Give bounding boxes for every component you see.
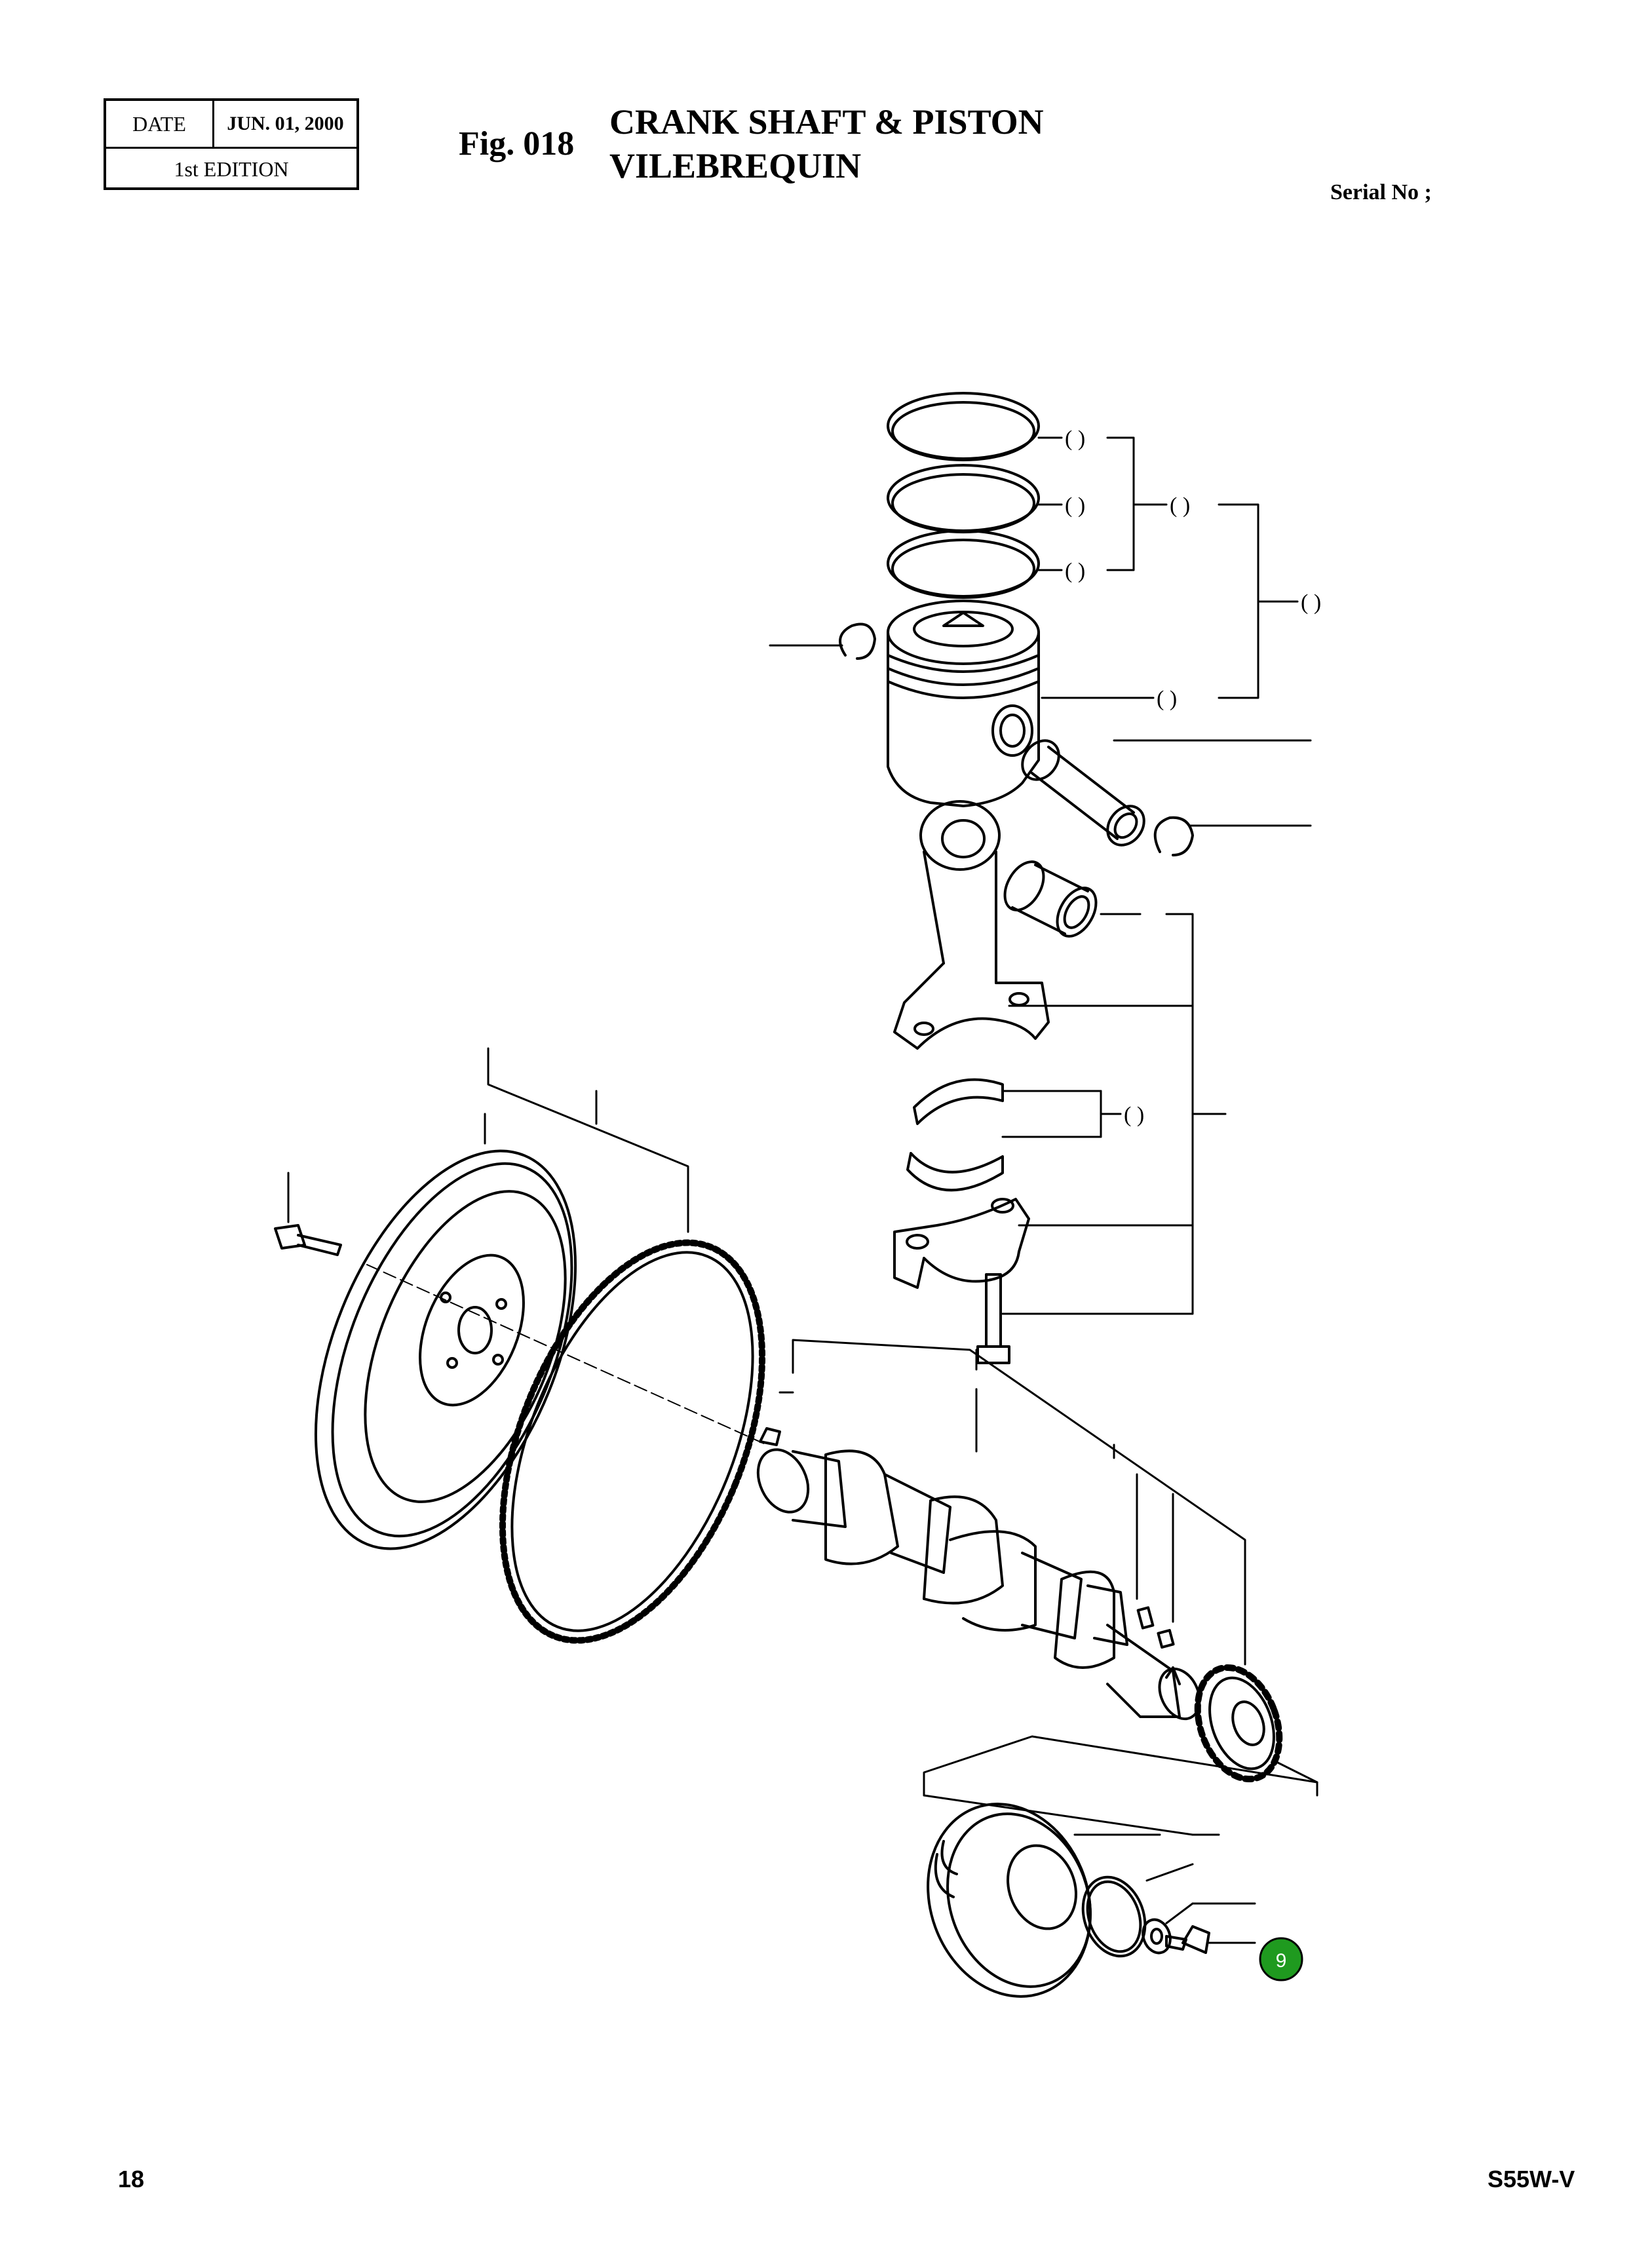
callout-badge-9[interactable]: 9	[1259, 1937, 1303, 1981]
piston-ring-oil-icon	[887, 529, 1040, 599]
ring-group-brackets	[1037, 436, 1299, 699]
circlip-left-icon	[769, 622, 876, 660]
date-row: DATE JUN. 01, 2000	[106, 101, 356, 149]
crank-gear-icon	[1194, 1664, 1283, 1783]
serial-number-label: Serial No ;	[1330, 180, 1432, 204]
pulley-icon	[927, 1803, 1161, 1998]
callout-badge-label: 9	[1276, 1950, 1287, 1972]
connecting-rod-icon	[893, 800, 1168, 1050]
ref-piston-assy: ( )	[1301, 590, 1321, 615]
bearing-shell-lower-icon	[906, 1136, 1102, 1192]
page-number: 18	[118, 2166, 145, 2192]
piston-ring-second-icon	[887, 464, 1040, 533]
crankshaft-group-bracket	[778, 1339, 1246, 1666]
centerline-flywheel	[366, 1264, 767, 1445]
pulley-group-bracket	[923, 1735, 1318, 1836]
centerline-crankshaft	[1277, 1761, 1318, 1784]
date-label: DATE	[106, 101, 214, 147]
date-edition-box: DATE JUN. 01, 2000 1st EDITION	[104, 98, 359, 190]
ref-piston: ( )	[1157, 687, 1177, 711]
rod-cap-icon	[893, 1198, 1168, 1289]
crankshaft-icon	[756, 1427, 1201, 1721]
ring-gear-icon	[499, 1239, 766, 1644]
washer-icon	[1142, 1902, 1256, 1955]
bearing-bracket	[1100, 1090, 1122, 1138]
figure-number: Fig. 018	[459, 125, 575, 163]
crank-key-icon	[1136, 1606, 1175, 1649]
page-title: CRANK SHAFT & PISTON	[609, 102, 1044, 142]
piston-ring-top-icon	[887, 392, 1040, 461]
ref-ring-top: ( )	[1065, 427, 1085, 451]
pulley-bolt-icon	[1165, 1925, 1256, 1954]
circlip-right-icon	[1153, 816, 1312, 856]
ref-ring-set: ( )	[1170, 493, 1190, 518]
flywheel-bolt-icon	[274, 1172, 342, 1256]
piston-pin-icon	[1021, 739, 1312, 847]
edition-label: 1st EDITION	[174, 157, 289, 181]
flywheel-group-bracket	[484, 1047, 689, 1233]
ref-ring-oil: ( )	[1065, 559, 1085, 583]
page-subtitle: VILEBREQUIN	[609, 146, 862, 185]
model-code: S55W-V	[1488, 2166, 1575, 2192]
date-value: JUN. 01, 2000	[227, 113, 344, 134]
bearing-shell-upper-icon	[913, 1078, 1102, 1125]
flywheel-icon	[314, 1149, 577, 1550]
small-end-bushing-icon	[1003, 860, 1142, 938]
o-ring-icon	[1081, 1863, 1194, 1958]
ref-bearing-set: ( )	[1124, 1103, 1144, 1127]
piston-icon	[887, 600, 1040, 807]
ref-ring-second: ( )	[1065, 493, 1085, 518]
rod-bolt-icon	[976, 1273, 1168, 1364]
rod-assy-bracket	[1165, 913, 1227, 1315]
